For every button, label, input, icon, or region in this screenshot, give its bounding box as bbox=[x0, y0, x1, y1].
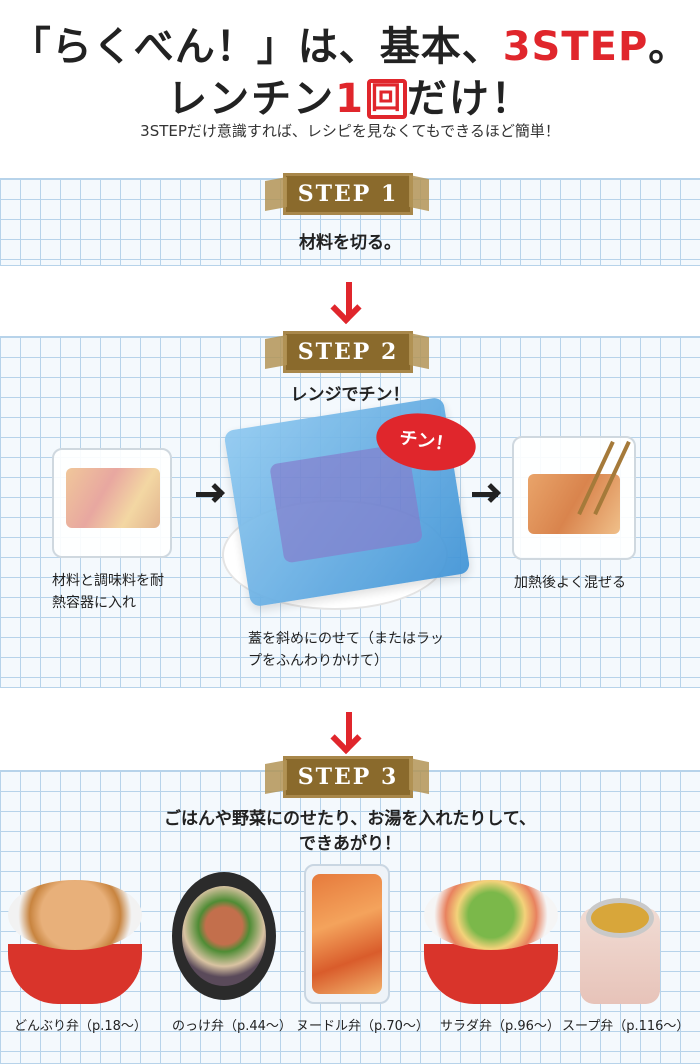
step-3-tag: STEP 3 bbox=[283, 756, 413, 798]
noodle-bento-image bbox=[304, 864, 390, 1004]
caption-center-line: 蓋を斜めにのせて（またはラッ bbox=[248, 631, 444, 647]
salad-bento-image bbox=[424, 880, 558, 1004]
step-1-description: 材料を切る。 bbox=[299, 233, 401, 253]
soup-jar-image bbox=[580, 898, 660, 1004]
caption-right: 加熱後よく混ぜる bbox=[514, 575, 626, 591]
dish-label: ヌードル弁（p.70～） bbox=[296, 1019, 429, 1034]
donburi-bowl-image bbox=[8, 880, 142, 1004]
headline-text: レンチン bbox=[167, 76, 336, 122]
headline-text: 「らくべん！」は、基本、 bbox=[10, 24, 503, 70]
dish-label: スープ弁（p.116～） bbox=[562, 1019, 690, 1034]
step-2-tag: STEP 2 bbox=[283, 331, 413, 373]
nokke-bento-image bbox=[172, 872, 276, 1004]
headline-boxed-char: 回 bbox=[366, 79, 407, 119]
step-3-description-line: できあがり！ bbox=[299, 834, 401, 854]
caption-left-line: 熱容器に入れ bbox=[52, 595, 136, 611]
container-raw-ingredients-image bbox=[52, 448, 172, 558]
headline-line-1: 「らくべん！」は、基本、3STEP。 bbox=[0, 14, 700, 72]
dish-label: サラダ弁（p.96～） bbox=[440, 1019, 560, 1034]
caption-center-line: プをふんわりかけて） bbox=[248, 653, 388, 669]
step-3-description-line: ごはんや野菜にのせたり、お湯を入れたりして、 bbox=[164, 809, 536, 829]
dish-label: どんぶり弁（p.18～） bbox=[14, 1019, 147, 1034]
step-2-description: レンジでチン！ bbox=[290, 385, 410, 405]
headline-text-end: 。 bbox=[648, 24, 690, 70]
headline-accent: 3STEP bbox=[502, 24, 649, 70]
subtitle: 3STEPだけ意識すれば、レシピを見なくてもできるほど簡単！ bbox=[140, 122, 560, 140]
container-cooked-image bbox=[512, 436, 636, 560]
right-arrow-icon bbox=[472, 483, 502, 504]
down-arrow-icon bbox=[330, 712, 366, 758]
dish-label: のっけ弁（p.44～） bbox=[172, 1019, 292, 1034]
step-1-tag: STEP 1 bbox=[283, 173, 413, 215]
caption-left-line: 材料と調味料を耐 bbox=[52, 573, 164, 589]
step-3-description: ごはんや野菜にのせたり、お湯を入れたりして、 できあがり！ bbox=[0, 804, 700, 854]
headline-number: 1 bbox=[335, 76, 365, 122]
right-arrow-icon bbox=[196, 483, 226, 504]
caption-left: 材料と調味料を耐 熱容器に入れ bbox=[52, 570, 164, 614]
headline-text-end: だけ！ bbox=[406, 76, 533, 122]
down-arrow-icon bbox=[330, 282, 366, 328]
caption-center: 蓋を斜めにのせて（またはラッ プをふんわりかけて） bbox=[248, 628, 444, 672]
